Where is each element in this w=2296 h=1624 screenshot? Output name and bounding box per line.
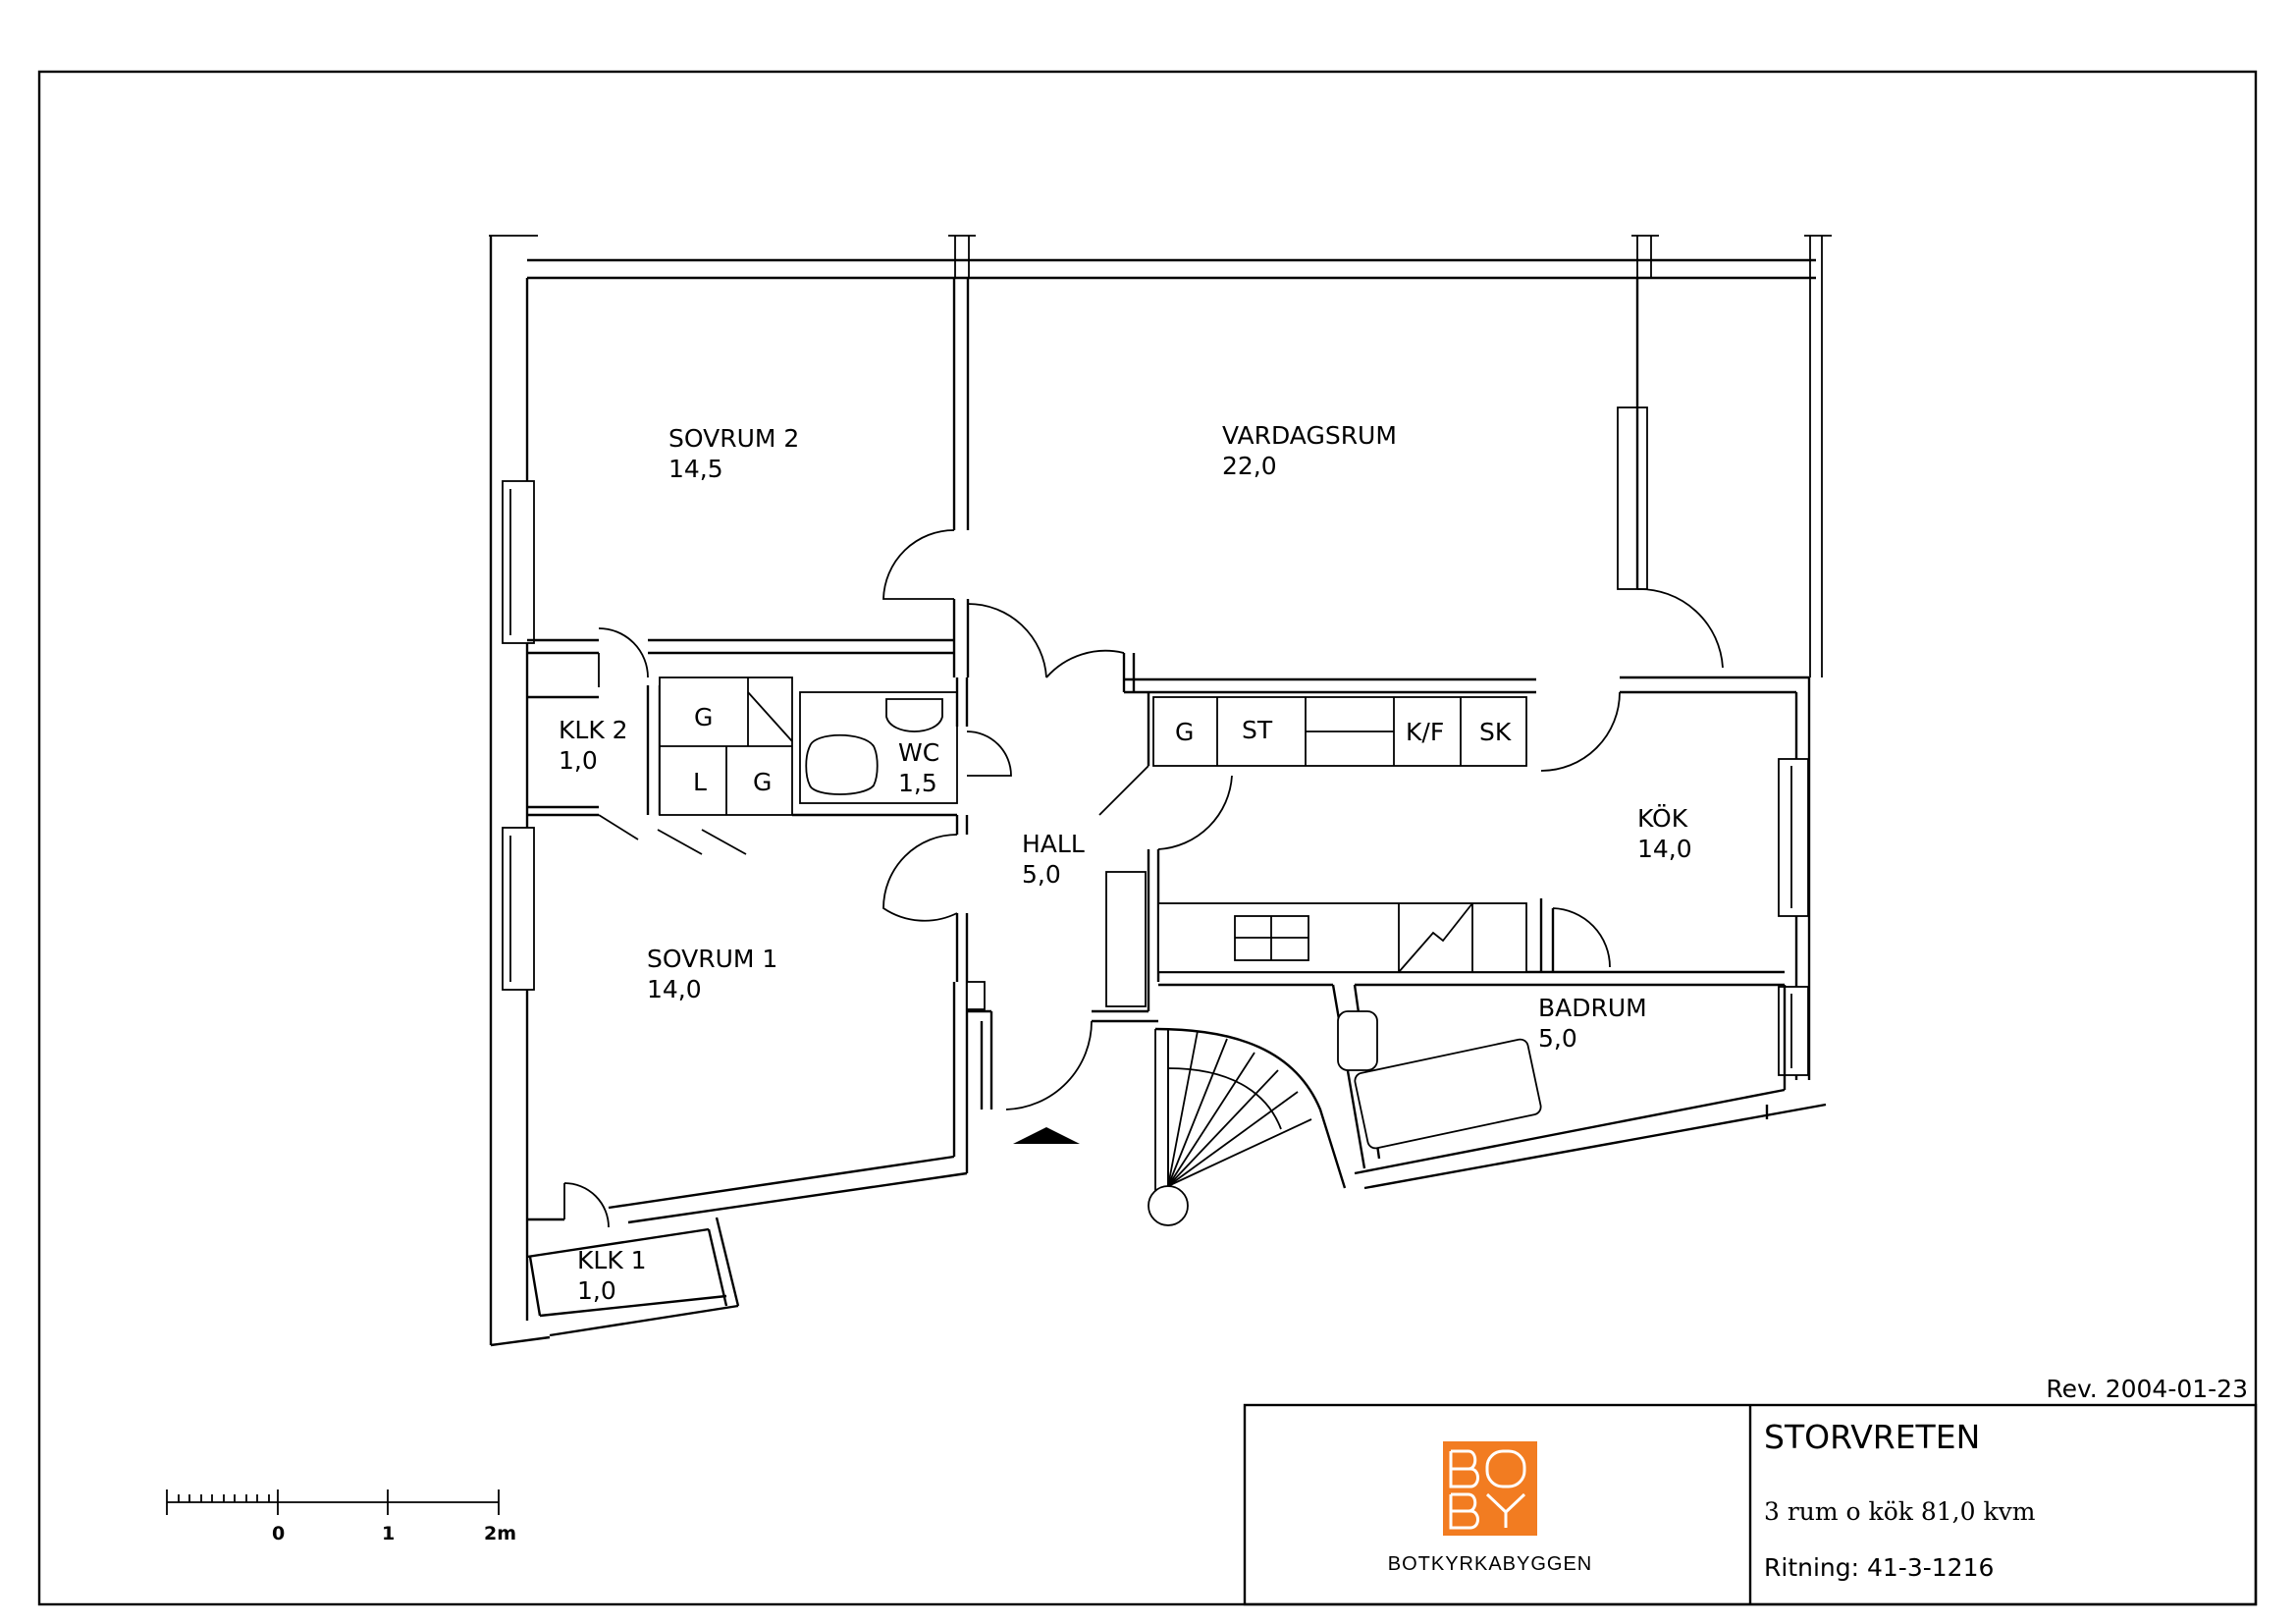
room-sovrum1-name: SOVRUM 1: [647, 945, 777, 973]
room-klk2-name: KLK 2: [559, 716, 628, 744]
walls: [489, 235, 1832, 1347]
kitchen-st-label: ST: [1242, 716, 1273, 744]
kitchen-g-label: G: [1175, 718, 1194, 746]
room-wc-name: WC: [898, 738, 939, 767]
doors: [563, 529, 1724, 1228]
closet-g-top-label: G: [694, 703, 713, 731]
room-kok-name: KÖK: [1637, 804, 1688, 833]
scale-label-1: 1: [382, 1523, 395, 1544]
closet-l-label: L: [693, 768, 707, 796]
title-block: BOTKYRKABYGGEN STORVRETEN 3 rum o kök 81…: [1243, 1403, 2258, 1606]
room-sovrum2-name: SOVRUM 2: [668, 424, 799, 453]
room-klk1-name: KLK 1: [577, 1246, 647, 1274]
room-badrum-name: BADRUM: [1538, 994, 1647, 1022]
scale-label-0: 0: [272, 1523, 285, 1544]
room-kok-area: 14,0: [1637, 835, 1692, 863]
project-description: 3 rum o kök 81,0 kvm: [1764, 1497, 2036, 1526]
room-klk1-area: 1,0: [577, 1276, 616, 1305]
botkyrkabyggen-logo: [1443, 1441, 1537, 1536]
fixture-labels: G L G G ST K/F SK: [693, 703, 1512, 796]
drawing-number: Ritning: 41-3-1216: [1764, 1553, 1994, 1582]
closet-g-bottom-label: G: [753, 768, 772, 796]
room-sovrum2-area: 14,5: [668, 455, 723, 483]
room-badrum-area: 5,0: [1538, 1024, 1577, 1053]
kitchen-kf-label: K/F: [1406, 718, 1444, 746]
room-hall-name: HALL: [1022, 830, 1085, 858]
entrance-arrow: [1013, 1127, 1080, 1144]
company-name: BOTKYRKABYGGEN: [1388, 1553, 1593, 1575]
wc-fixtures: [805, 698, 943, 795]
project-name: STORVRETEN: [1764, 1418, 1980, 1456]
room-vardagsrum-name: VARDAGSRUM: [1222, 421, 1397, 450]
kitchen-sk-label: SK: [1479, 718, 1512, 746]
room-vardagsrum-area: 22,0: [1222, 452, 1277, 480]
room-hall-area: 5,0: [1022, 860, 1061, 889]
kitchen-fixtures: [1105, 696, 1527, 1007]
room-wc-area: 1,5: [898, 769, 937, 797]
room-labels: SOVRUM 2 14,5 VARDAGSRUM 22,0 KLK 2 1,0 …: [559, 421, 1692, 1305]
scale-label-2m: 2m: [484, 1523, 516, 1544]
room-sovrum1-area: 14,0: [647, 975, 702, 1003]
scale-bar: 0 1 2m: [166, 1489, 516, 1544]
revision-date: Rev. 2004-01-23: [2046, 1375, 2248, 1403]
room-klk2-area: 1,0: [559, 746, 598, 775]
drawing-frame: [37, 70, 2258, 1606]
